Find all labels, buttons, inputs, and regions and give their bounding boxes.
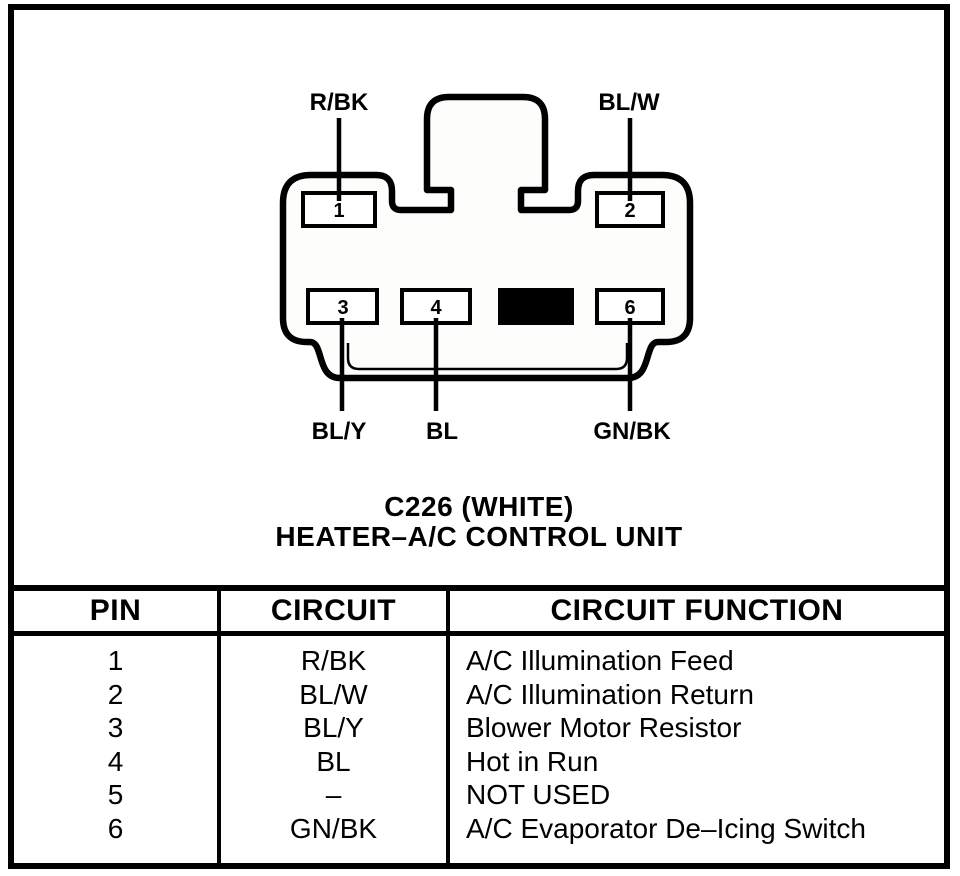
connector-outline [279, 93, 694, 382]
wire-label-pin1: R/BK [310, 89, 369, 116]
circuit-cell: BL/Y [303, 712, 364, 743]
function-cell: Blower Motor Resistor [466, 712, 742, 743]
pin-1-number: 1 [333, 200, 344, 222]
function-cell: Hot in Run [466, 745, 599, 777]
pin-5-number: 5 [530, 297, 541, 319]
table-header-separator [8, 631, 950, 636]
pin-cell: 3 [107, 712, 124, 743]
pin-cell: 4 [107, 745, 124, 777]
table-top-border [8, 585, 950, 591]
caption-line-2: HEATER–A/C CONTROL UNIT [275, 521, 683, 552]
circuit-cell: – [325, 779, 342, 810]
pin-6-number: 6 [624, 297, 635, 319]
pin-2-number: 2 [624, 200, 635, 222]
wire-label-pin4: BL [426, 418, 458, 445]
pin-cell: 5 [107, 779, 124, 810]
table-divider-circuit-function [446, 585, 450, 869]
pin-cell: 1 [107, 645, 124, 676]
pin-4-number: 4 [430, 297, 442, 319]
connector-diagram: 1 2 3 4 5 6 R/BK BL/W BL/Y BL GN/BK [279, 89, 694, 445]
circuit-cell: BL [316, 745, 351, 777]
wire-label-pin6: GN/BK [593, 418, 671, 445]
column-circuit: R/BK BL/W BL/Y BL – GN/BK [221, 644, 446, 845]
pin-3-number: 3 [337, 297, 348, 319]
function-cell: A/C Illumination Return [466, 678, 754, 710]
table-divider-pin-circuit [217, 585, 221, 869]
function-cell: NOT USED [466, 779, 611, 810]
connector-caption: C226 (WHITE) HEATER–A/C CONTROL UNIT [8, 492, 950, 552]
connector-inner-lip [346, 343, 629, 371]
circuit-cell: R/BK [300, 645, 367, 676]
function-cell: A/C Illumination Feed [466, 645, 734, 676]
caption-line-1: C226 (WHITE) [384, 491, 574, 522]
circuit-cell: BL/W [299, 678, 368, 710]
header-circuit-function: CIRCUIT FUNCTION [550, 594, 844, 627]
column-pin: 1 2 3 4 5 6 [14, 644, 217, 845]
wire-label-pin2: BL/W [598, 89, 660, 116]
circuit-cell: GN/BK [289, 812, 378, 844]
header-pin: PIN [89, 594, 142, 627]
page-border-frame [8, 4, 950, 869]
pin-3-box [306, 288, 379, 325]
pin-cell: 6 [107, 812, 124, 844]
column-circuit-function: A/C Illumination Feed A/C Illumination R… [450, 644, 944, 845]
function-cell: A/C Evaporator De–Icing Switch [466, 812, 866, 844]
wire-label-pin3: BL/Y [312, 418, 367, 445]
pin-5-box [498, 288, 574, 325]
header-circuit: CIRCUIT [270, 594, 397, 627]
pin-cell: 2 [107, 678, 124, 710]
